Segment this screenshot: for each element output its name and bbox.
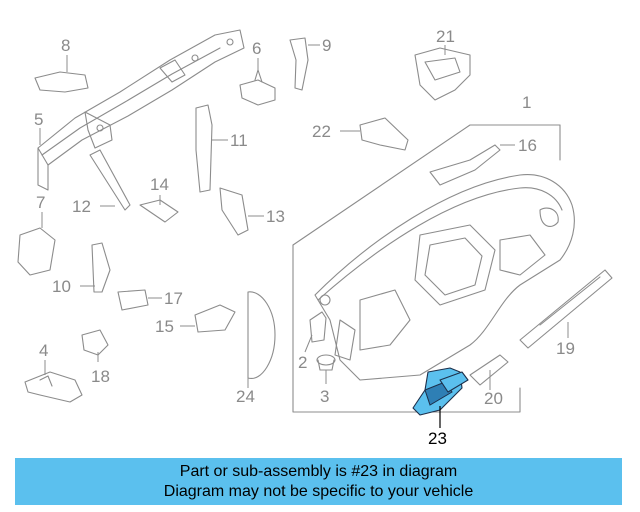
callout-15[interactable]: 15 bbox=[155, 317, 174, 336]
callout-14[interactable]: 14 bbox=[150, 175, 169, 194]
part-3-cap bbox=[316, 354, 336, 384]
part-24-panel bbox=[247, 291, 276, 388]
info-banner: Part or sub-assembly is #23 in diagram D… bbox=[15, 458, 622, 505]
callout-9[interactable]: 9 bbox=[322, 36, 331, 55]
part-23-highlighted-bracket[interactable] bbox=[412, 367, 469, 428]
callout-8[interactable]: 8 bbox=[61, 36, 70, 55]
part-8-bracket bbox=[34, 55, 89, 93]
callout-21[interactable]: 21 bbox=[436, 27, 455, 46]
part-4-bracket bbox=[24, 360, 83, 403]
part-10-bracket bbox=[80, 242, 111, 293]
callout-23[interactable]: 23 bbox=[428, 429, 447, 448]
callout-1[interactable]: 1 bbox=[522, 93, 531, 112]
part-20-bracket bbox=[469, 354, 509, 390]
part-21-bracket bbox=[414, 45, 471, 101]
callout-17[interactable]: 17 bbox=[164, 289, 183, 308]
part-6-bracket bbox=[239, 58, 276, 106]
part-2-bracket bbox=[304, 311, 327, 353]
callout-19[interactable]: 19 bbox=[556, 339, 575, 358]
part-22-bracket bbox=[340, 117, 409, 151]
callout-13[interactable]: 13 bbox=[266, 207, 285, 226]
part-7-bracket bbox=[17, 212, 56, 276]
part-19-rail bbox=[519, 269, 613, 349]
callout-16[interactable]: 16 bbox=[518, 136, 537, 155]
banner-line-1: Part or sub-assembly is #23 in diagram bbox=[179, 463, 458, 480]
callout-2[interactable]: 2 bbox=[298, 353, 307, 372]
callout-18[interactable]: 18 bbox=[91, 367, 110, 386]
callout-11[interactable]: 11 bbox=[230, 131, 248, 150]
part-5-crossmember bbox=[37, 29, 245, 191]
callout-10[interactable]: 10 bbox=[52, 277, 71, 296]
callout-24[interactable]: 24 bbox=[236, 387, 255, 406]
callout-12[interactable]: 12 bbox=[72, 197, 91, 216]
part-1-instrument-panel bbox=[292, 124, 575, 413]
part-12-brace bbox=[89, 149, 131, 211]
part-18-bracket bbox=[81, 329, 109, 362]
callout-5[interactable]: 5 bbox=[34, 110, 43, 129]
part-17-bracket bbox=[117, 289, 162, 311]
callout-6[interactable]: 6 bbox=[252, 39, 261, 58]
callout-22[interactable]: 22 bbox=[312, 122, 331, 141]
part-15-bracket bbox=[180, 304, 236, 333]
callout-3[interactable]: 3 bbox=[320, 387, 329, 406]
callout-7[interactable]: 7 bbox=[36, 193, 45, 212]
part-13-bracket bbox=[219, 187, 264, 236]
callout-4[interactable]: 4 bbox=[39, 341, 48, 360]
part-11-pillar bbox=[195, 104, 228, 193]
part-9-bracket bbox=[289, 37, 320, 91]
callout-20[interactable]: 20 bbox=[484, 389, 503, 408]
part-16-brace bbox=[429, 144, 515, 186]
part-14-bracket bbox=[139, 195, 179, 223]
banner-line-2: Diagram may not be specific to your vehi… bbox=[163, 483, 474, 500]
